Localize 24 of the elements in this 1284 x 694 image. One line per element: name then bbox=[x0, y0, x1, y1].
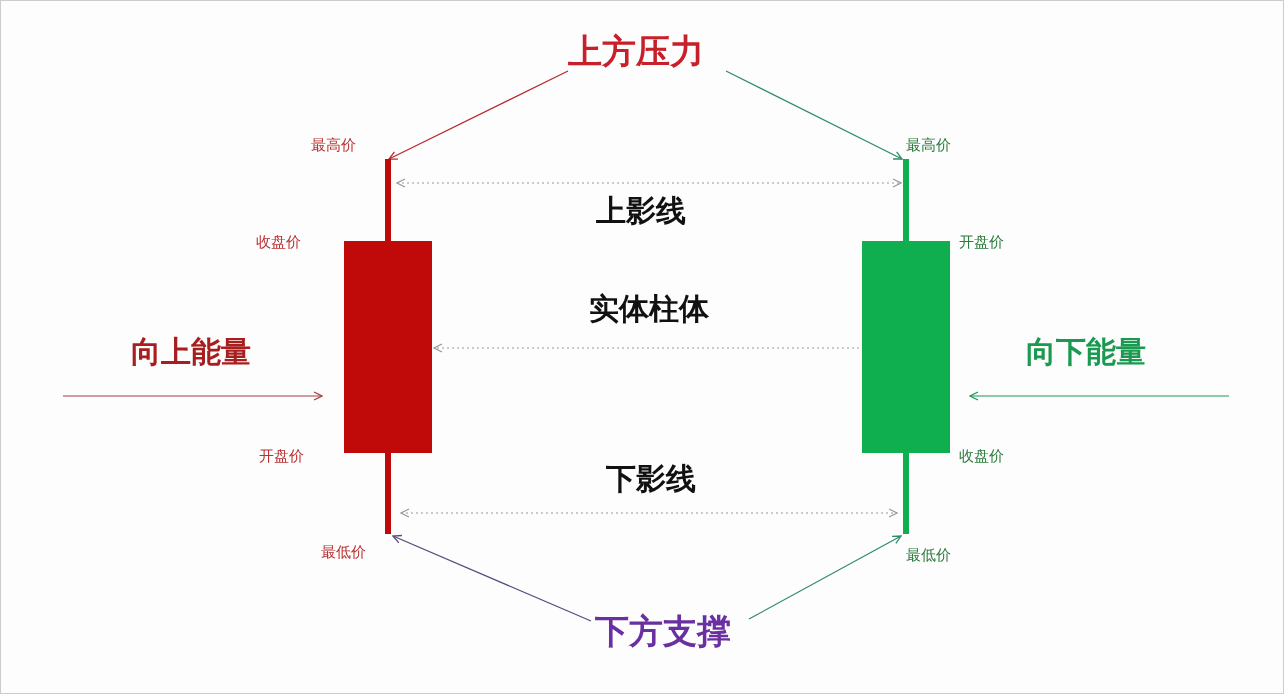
dotted-arrow bbox=[433, 343, 860, 353]
price-label: 最低价 bbox=[906, 546, 951, 565]
price-label: 最高价 bbox=[311, 136, 356, 155]
heading-text: 上方压力 bbox=[568, 31, 726, 72]
price-label: 开盘价 bbox=[959, 233, 1004, 252]
edge-label: 下影线 bbox=[606, 461, 696, 497]
arrow bbox=[388, 70, 569, 160]
price-label: 开盘价 bbox=[259, 447, 304, 466]
edge-label: 实体柱体 bbox=[589, 291, 709, 327]
edge-label: 上影线 bbox=[596, 193, 686, 229]
price-label: 最高价 bbox=[906, 136, 951, 155]
edge-label: 向上能量 bbox=[131, 334, 251, 370]
arrow bbox=[392, 534, 592, 622]
dotted-arrow bbox=[400, 508, 898, 518]
arrow bbox=[748, 535, 902, 620]
heading-text: 下方支撑 bbox=[595, 611, 745, 652]
dotted-arrow bbox=[396, 178, 902, 188]
arrow bbox=[969, 391, 1230, 401]
edge-label: 向下能量 bbox=[1026, 334, 1146, 370]
price-label: 收盘价 bbox=[256, 233, 301, 252]
price-label: 最低价 bbox=[321, 543, 366, 562]
arrow bbox=[62, 391, 323, 401]
arrow bbox=[725, 70, 903, 160]
price-label: 收盘价 bbox=[959, 447, 1004, 466]
